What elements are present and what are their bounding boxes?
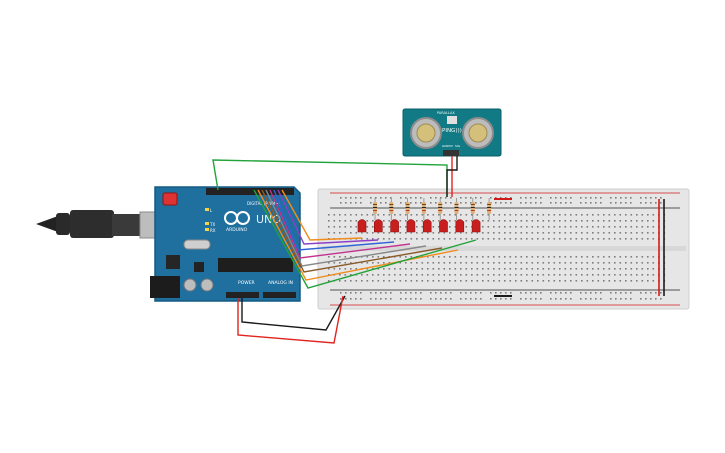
wire-led-1[interactable] <box>281 189 363 241</box>
rx-label: RX <box>210 228 216 233</box>
led[interactable] <box>374 219 383 233</box>
arduino-logo <box>224 211 250 225</box>
l-label: L <box>210 208 213 213</box>
voltage-regulator <box>166 255 180 269</box>
power-jack <box>150 276 180 298</box>
power-header <box>226 292 259 298</box>
digital-header-label: DIGITAL (PWM~) <box>247 201 281 206</box>
wire-led-3[interactable] <box>273 189 395 251</box>
resistor[interactable] <box>470 198 475 220</box>
tx-led <box>205 222 209 225</box>
wire-led-5[interactable] <box>265 189 427 267</box>
led[interactable] <box>390 219 399 233</box>
resistor[interactable] <box>438 198 443 220</box>
atmega-chip <box>218 258 293 272</box>
sensor-pin-gnd: GND <box>442 144 450 148</box>
led[interactable] <box>455 219 465 233</box>
wire-sensor-black[interactable] <box>446 156 458 197</box>
led[interactable] <box>471 219 481 233</box>
sensor-pin-header <box>443 150 459 156</box>
tx-label: TX <box>209 222 215 227</box>
wire-led-2[interactable] <box>277 189 379 245</box>
reset-button[interactable] <box>162 192 178 206</box>
sensor-pin-sig: SIG <box>455 144 461 148</box>
breadboard-center-channel <box>322 246 686 251</box>
rx-led <box>205 228 209 231</box>
l-led <box>205 208 209 211</box>
resistor[interactable] <box>405 198 410 220</box>
wire-power-black[interactable] <box>241 295 346 331</box>
resistor[interactable] <box>389 198 394 220</box>
led[interactable] <box>422 219 432 233</box>
ultrasonic-sensor[interactable]: PARALLAX PING))) GND 5V SIG <box>402 108 502 157</box>
sensor-model-text: PING))) <box>442 128 462 134</box>
resistor[interactable] <box>421 198 426 220</box>
power-label: POWER <box>238 280 255 286</box>
led[interactable] <box>357 219 367 233</box>
sensor-pin-5v: 5V <box>449 144 454 148</box>
resistor[interactable] <box>373 198 377 220</box>
resistor[interactable] <box>454 198 459 220</box>
crystal <box>183 239 211 250</box>
led[interactable] <box>439 219 448 233</box>
wire-power-red[interactable] <box>237 295 344 344</box>
wire-led-6[interactable] <box>261 189 443 273</box>
wire-led-4[interactable] <box>269 189 411 259</box>
arduino-logo-text: ARDUINO <box>226 227 248 233</box>
sensor-brand-text: PARALLAX <box>437 111 455 115</box>
arduino-board[interactable]: ARDUINO UNO DIGITAL (PWM~) POWER ANALOG … <box>150 186 301 302</box>
resistor[interactable] <box>487 198 492 220</box>
usb-cable <box>36 210 169 239</box>
capacitor <box>200 278 214 292</box>
wire-led-8[interactable] <box>253 189 477 289</box>
wires <box>212 156 477 344</box>
capacitor <box>183 278 197 292</box>
led-array <box>357 198 492 233</box>
analog-header <box>263 292 296 298</box>
analog-label: ANALOG IN <box>268 280 293 286</box>
led[interactable] <box>406 219 416 233</box>
digital-header <box>206 188 294 195</box>
